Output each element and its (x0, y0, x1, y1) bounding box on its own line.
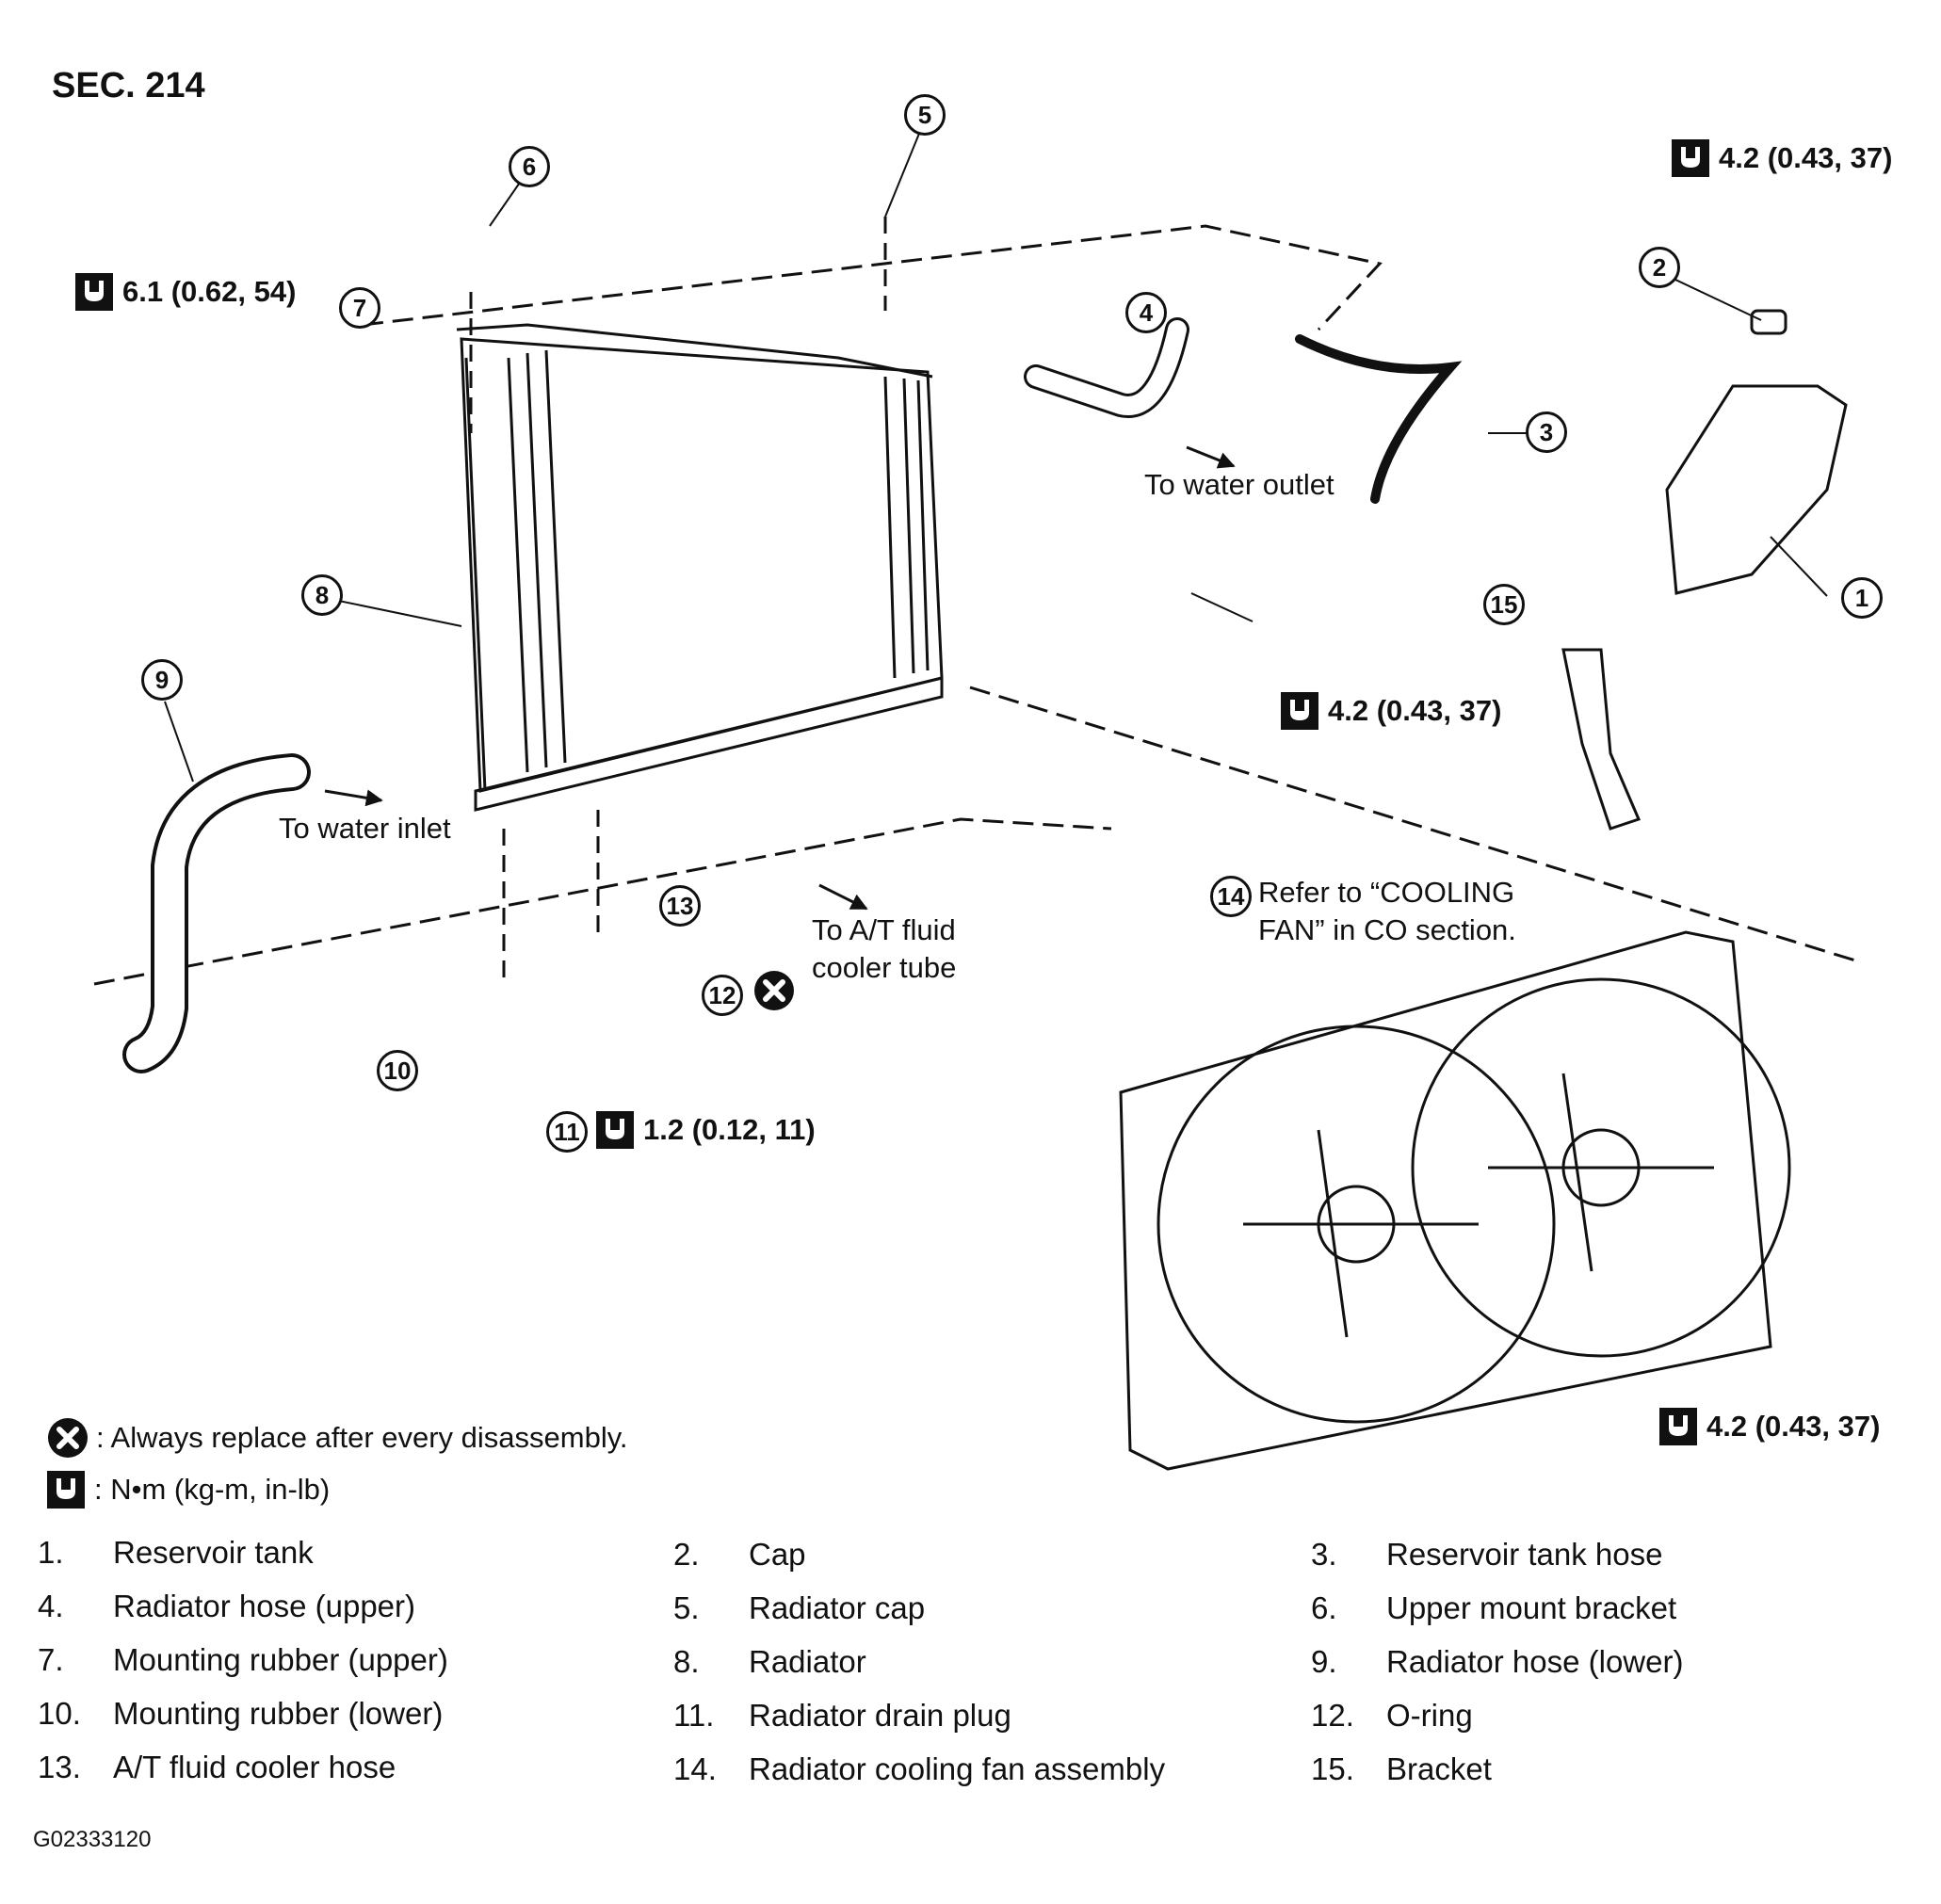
torque-value: 4.2 (0.43, 37) (1706, 1410, 1881, 1443)
torque-upper-mount-bolt: 6.1 (0.62, 54) (75, 273, 296, 311)
torque-drain-plug: 1.2 (0.12, 11) (596, 1111, 816, 1149)
list-item: 1.Reservoir tank (38, 1535, 314, 1570)
reservoir-hose (1295, 334, 1463, 504)
callout-2: 2 (1639, 247, 1680, 288)
fan-shroud (1119, 930, 1791, 1471)
arrow-to-water-outlet (1186, 445, 1236, 469)
callout-5: 5 (904, 94, 946, 136)
callout-6: 6 (509, 146, 550, 187)
bracket-15 (1561, 648, 1642, 831)
upper-mount-plane (362, 224, 1383, 331)
torque-wrench-icon (1672, 139, 1709, 177)
callout-3: 3 (1526, 411, 1567, 453)
radiator-core (456, 323, 944, 812)
callout-13: 13 (659, 885, 701, 927)
torque-reservoir-top: 4.2 (0.43, 37) (1672, 139, 1892, 177)
reservoir-cap (1750, 309, 1787, 335)
reservoir-tank (1665, 384, 1848, 595)
torque-value: 4.2 (0.43, 37) (1328, 694, 1502, 727)
callout-14: 14 (1210, 876, 1252, 917)
list-item: 8.Radiator (673, 1644, 866, 1679)
lower-mount-plane (93, 817, 1112, 986)
torque-wrench-icon (47, 1471, 85, 1509)
callout-10: 10 (377, 1050, 418, 1091)
callout-9: 9 (141, 659, 183, 701)
callout-8: 8 (301, 574, 343, 616)
torque-reservoir-bracket: 4.2 (0.43, 37) (1281, 692, 1501, 730)
list-item: 12.O-ring (1311, 1698, 1473, 1733)
replace-x-icon (48, 1418, 88, 1458)
arrow-to-water-inlet (324, 789, 383, 807)
figure-id: G02333120 (33, 1827, 152, 1852)
callout-12: 12 (702, 975, 743, 1016)
legend-replace-text: : Always replace after every disassembly… (96, 1421, 628, 1454)
list-item: 6.Upper mount bracket (1311, 1590, 1677, 1625)
list-item: 4.Radiator hose (upper) (38, 1589, 416, 1623)
torque-value: 6.1 (0.62, 54) (122, 275, 297, 308)
callout-1: 1 (1841, 577, 1883, 619)
list-item: 15.Bracket (1311, 1751, 1492, 1786)
list-item: 5.Radiator cap (673, 1590, 926, 1625)
legend-torque: : N•m (kg-m, in-lb) (47, 1471, 330, 1509)
list-item: 13.A/T fluid cooler hose (38, 1750, 396, 1784)
torque-value: 4.2 (0.43, 37) (1719, 141, 1893, 174)
arrow-to-at-fluid (818, 883, 868, 911)
torque-value: 1.2 (0.12, 11) (643, 1113, 816, 1146)
list-item: 2.Cap (673, 1537, 806, 1572)
torque-wrench-icon (596, 1111, 634, 1149)
label-refer-cooling-fan-line1: Refer to “COOLING (1258, 876, 1515, 909)
legend-replace: : Always replace after every disassembly… (47, 1417, 628, 1459)
replace-x-icon (754, 971, 794, 1010)
torque-wrench-icon (75, 273, 113, 311)
list-item: 7.Mounting rubber (upper) (38, 1642, 448, 1677)
section-title: SEC. 214 (52, 66, 205, 105)
list-item: 9.Radiator hose (lower) (1311, 1644, 1684, 1679)
list-item: 3.Reservoir tank hose (1311, 1537, 1663, 1572)
callout-4: 4 (1125, 292, 1167, 333)
label-to-at-fluid-line1: To A/T fluid (812, 913, 956, 946)
torque-fan-bolt: 4.2 (0.43, 37) (1659, 1408, 1880, 1445)
list-item: 10.Mounting rubber (lower) (38, 1696, 444, 1731)
legend-torque-text: : N•m (kg-m, in-lb) (94, 1473, 331, 1506)
torque-wrench-icon (1281, 692, 1318, 730)
label-to-water-outlet: To water outlet (1144, 468, 1334, 501)
callout-15: 15 (1483, 584, 1525, 625)
callout-11: 11 (546, 1111, 588, 1153)
torque-wrench-icon (1659, 1408, 1697, 1445)
list-item: 14.Radiator cooling fan assembly (673, 1751, 1166, 1786)
label-refer-cooling-fan-line2: FAN” in CO section. (1258, 913, 1516, 946)
label-to-at-fluid-line2: cooler tube (812, 951, 957, 984)
fan-plane (969, 686, 1856, 962)
callout-7: 7 (339, 287, 380, 329)
list-item: 11.Radiator drain plug (673, 1698, 1011, 1733)
label-to-water-inlet: To water inlet (279, 812, 451, 845)
